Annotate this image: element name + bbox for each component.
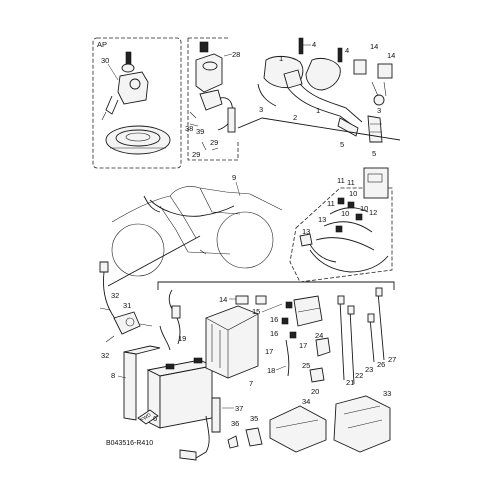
inset-label: AP [97,40,107,49]
callout-31: 31 [123,301,131,310]
callout-32b: 32 [101,351,109,360]
main-switch-assembly [101,51,149,121]
callout-20: 20 [311,387,319,396]
callout-14c: 14 [219,295,227,304]
callout-26: 26 [377,360,385,369]
callout-16a: 16 [270,315,278,324]
handlebar-switch-group: 4 4 14 14 1 1 3 3 2 5 5 [237,37,401,158]
callout-9: 9 [232,173,236,182]
callout-13a: 13 [318,215,326,224]
callout-29b: 29 [192,150,200,159]
callout-35: 35 [250,414,258,423]
battery-group: FWD 8 6 19 37 36 35 B043516-R410 [106,289,263,461]
callout-12: 12 [369,208,377,217]
callout-34: 34 [302,397,310,406]
fuel-cap-assembly [105,125,171,155]
motorcycle-outline: 9 [107,173,283,287]
callout-3b: 3 [377,106,381,115]
callout-15: 15 [252,307,260,316]
callout-19: 19 [178,334,186,343]
callout-27: 27 [388,355,396,364]
callout-32a: 32 [111,291,119,300]
steering-lock-group: 28 38 39 29 29 [185,37,240,161]
callout-16b: 16 [270,329,278,338]
covers-group: 34 33 [269,389,391,453]
callout-17b: 17 [299,341,307,350]
callout-21: 21 [346,378,354,387]
callout-1a: 1 [279,54,283,63]
callout-7: 7 [249,379,253,388]
plug-cables-group: 21 22 23 26 27 [337,287,396,387]
callout-23: 23 [365,365,373,374]
callout-18: 18 [267,366,275,375]
callout-5b: 5 [372,149,376,158]
callout-3a: 3 [259,105,263,114]
callout-10a: 10 [349,189,357,198]
callout-30: 30 [101,56,109,65]
callout-17a: 17 [265,347,273,356]
bottom-bracket [157,281,395,290]
callout-5a: 5 [340,140,344,149]
callout-10c: 10 [341,209,349,218]
wiring-harness-detail: 11 11 11 10 10 10 13 13 12 [289,167,393,283]
callout-11b: 11 [347,178,355,187]
callout-13b: 13 [302,227,310,236]
callout-24: 24 [315,331,323,340]
callout-10b: 10 [360,204,368,213]
callout-4a: 4 [312,40,316,49]
callout-2: 2 [293,113,297,122]
callout-6: 6 [153,414,157,423]
ecu-group: 7 14 15 16 16 17 17 18 24 25 20 [205,295,331,396]
callout-36: 36 [231,419,239,428]
callout-28: 28 [232,50,240,59]
callout-29a: 29 [210,138,218,147]
callout-39: 39 [196,127,204,136]
callout-1b: 1 [316,106,320,115]
callout-8: 8 [111,371,115,380]
callout-11a: 11 [337,176,345,185]
callout-11c: 11 [327,199,335,208]
fwd-label: FWD [140,412,153,424]
callout-4b: 4 [345,46,349,55]
callout-38: 38 [185,124,193,133]
sensor-group: 32 31 32 [99,261,153,360]
callout-22: 22 [355,371,363,380]
callout-14a: 14 [370,42,378,51]
inset-ap: AP 30 [92,37,182,169]
callout-25: 25 [302,361,310,370]
callout-33: 33 [383,389,391,398]
callout-37: 37 [235,404,243,413]
callout-14b: 14 [387,51,395,60]
diagram-code: B043516-R410 [106,440,153,447]
